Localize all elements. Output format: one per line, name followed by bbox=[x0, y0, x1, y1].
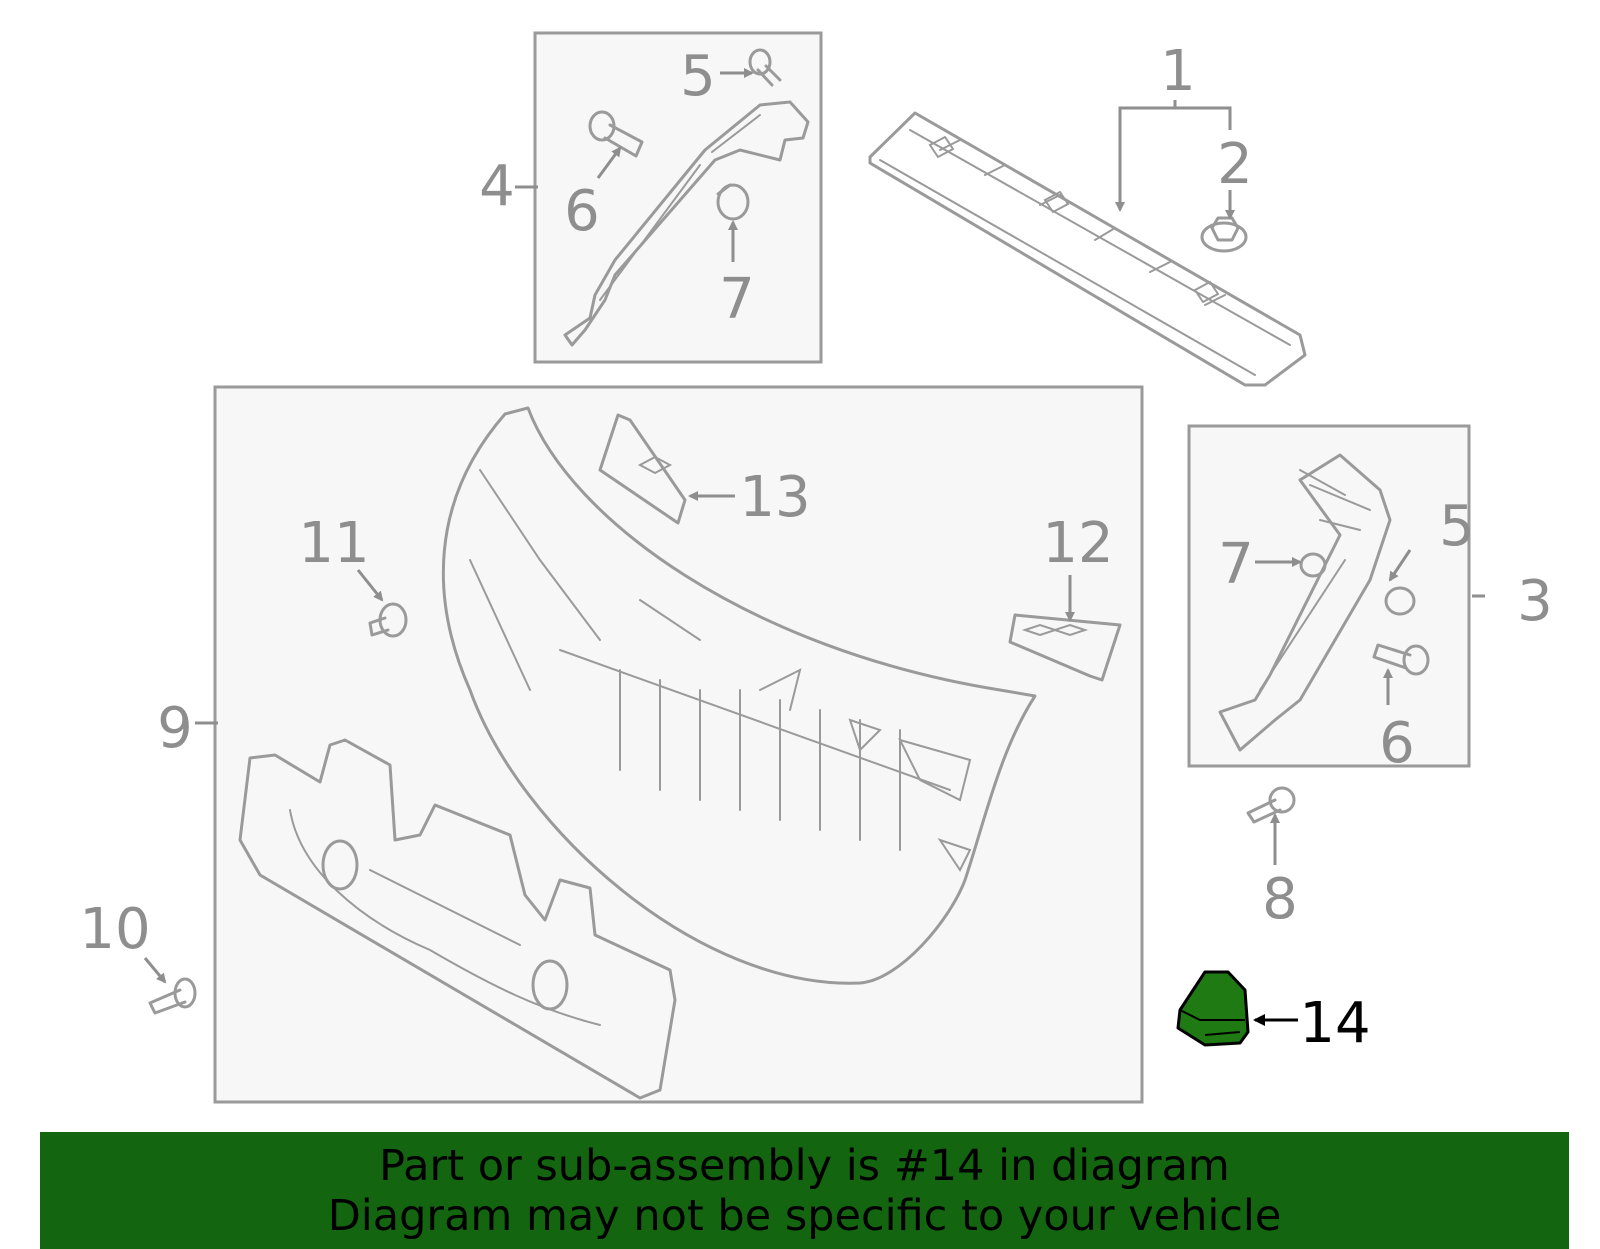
reflector-part-12 bbox=[1008, 613, 1122, 682]
callout-12: 12 bbox=[1042, 511, 1113, 576]
pillar-trim-part-3 bbox=[1218, 453, 1392, 752]
callout-14: 14 bbox=[1299, 991, 1370, 1056]
clip-part-5b bbox=[1384, 586, 1416, 616]
leader-lines bbox=[143, 68, 1485, 1026]
parts-diagram: 1 2 3 4 5 5 6 6 7 7 8 9 10 11 12 13 14 bbox=[79, 31, 1553, 1104]
reflector-part-13 bbox=[598, 413, 687, 525]
screw-part-11 bbox=[368, 602, 408, 638]
callout-7b: 7 bbox=[1218, 532, 1254, 597]
screw-part-8 bbox=[1246, 786, 1296, 824]
pillar-trim-part-4 bbox=[563, 100, 810, 347]
box-part-4 bbox=[533, 31, 823, 364]
screw-part-6b bbox=[1372, 643, 1430, 676]
callout-1: 1 bbox=[1160, 39, 1196, 104]
liftgate-trim-panel bbox=[441, 406, 1037, 985]
box-part-3 bbox=[1187, 424, 1471, 768]
banner-line-1: Part or sub-assembly is #14 in diagram bbox=[379, 1140, 1230, 1191]
box-part-9 bbox=[213, 385, 1144, 1104]
nut-part-2 bbox=[1200, 216, 1248, 253]
callout-7a: 7 bbox=[719, 267, 755, 332]
banner-line-2: Diagram may not be specific to your vehi… bbox=[327, 1190, 1282, 1241]
callout-8: 8 bbox=[1262, 867, 1298, 932]
callout-13: 13 bbox=[739, 465, 810, 530]
clip-part-5a bbox=[748, 48, 782, 87]
callout-5a: 5 bbox=[680, 44, 716, 109]
bolt-part-10 bbox=[148, 977, 197, 1015]
bumper-part-14 bbox=[1176, 970, 1250, 1047]
carpet-panel bbox=[238, 738, 677, 1100]
push-pin-part-7a bbox=[716, 183, 750, 221]
notice-banner: Part or sub-assembly is #14 in diagram D… bbox=[40, 1132, 1569, 1249]
callout-10: 10 bbox=[79, 897, 150, 962]
callout-2: 2 bbox=[1217, 132, 1253, 197]
callout-5b: 5 bbox=[1439, 494, 1475, 559]
callout-4: 4 bbox=[479, 154, 515, 219]
callout-3: 3 bbox=[1517, 569, 1553, 634]
callout-9: 9 bbox=[157, 696, 193, 761]
callout-11: 11 bbox=[298, 511, 369, 576]
callout-6b: 6 bbox=[1379, 711, 1415, 776]
sill-plate-part-1 bbox=[868, 111, 1307, 387]
callout-6a: 6 bbox=[564, 179, 600, 244]
